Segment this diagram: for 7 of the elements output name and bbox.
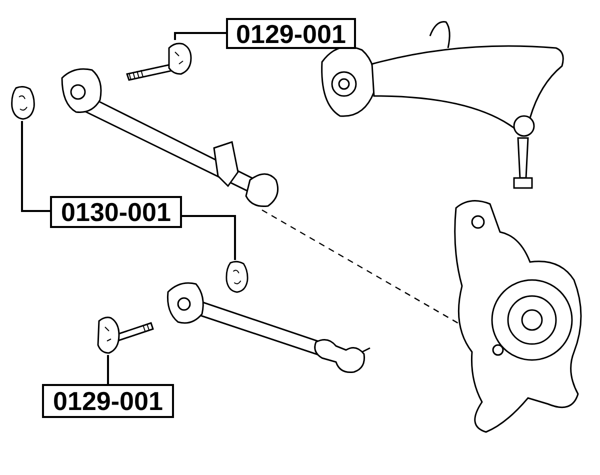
part-number-label: 0129-001 — [42, 384, 174, 418]
leader-line — [107, 354, 109, 384]
leader-line — [21, 121, 50, 212]
part-number-label: 0129-001 — [226, 18, 356, 49]
leader-line — [182, 215, 236, 260]
leader-line — [174, 32, 226, 40]
part-number-label: 0130-001 — [50, 196, 182, 228]
